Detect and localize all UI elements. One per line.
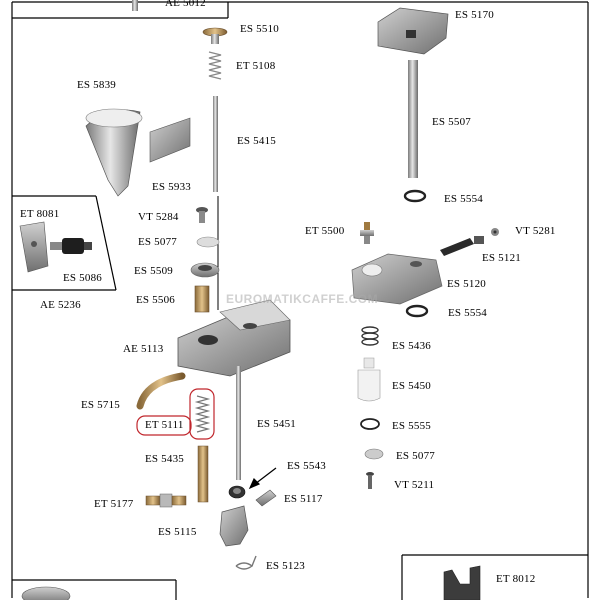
ae5012-box — [12, 2, 229, 19]
es5117-fitting — [255, 489, 277, 507]
label-es5436: ES 5436 — [392, 340, 431, 352]
et5177-fitting — [145, 493, 187, 508]
es5077-washer-left — [196, 236, 220, 248]
es5121-lever — [440, 236, 484, 256]
label-es5086: ES 5086 — [63, 272, 102, 284]
label-ae5236: AE 5236 — [40, 299, 81, 311]
label-es5115: ES 5115 — [158, 526, 197, 538]
label-es5543: ES 5543 — [287, 460, 326, 472]
label-es5077-right: ES 5077 — [396, 450, 435, 462]
label-es5120: ES 5120 — [447, 278, 486, 290]
vt5281-screw — [491, 228, 499, 236]
es5115-elbow — [219, 505, 249, 547]
es5435-rod — [197, 445, 209, 503]
label-es5117: ES 5117 — [284, 493, 323, 505]
es5543-ring-inner — [233, 488, 241, 494]
et5111-highlight — [189, 388, 215, 440]
label-es5554-top: ES 5554 — [444, 193, 483, 205]
label-es5435: ES 5435 — [145, 453, 184, 465]
label-ae5012: AE 5012 — [165, 0, 206, 9]
label-es5170: ES 5170 — [455, 9, 494, 21]
label-et8012: ET 8012 — [496, 573, 536, 585]
es5436-spring — [361, 326, 379, 346]
label-es5450: ES 5450 — [392, 380, 431, 392]
outer-frame — [11, 1, 589, 598]
label-es5839: ES 5839 — [77, 79, 116, 91]
label-vt5284: VT 5284 — [138, 211, 179, 223]
es5933-plate — [149, 117, 191, 163]
es5839-part — [85, 108, 143, 197]
es5451-rod — [236, 366, 241, 480]
watermark: EUROMATIKCAFFE.COM — [226, 292, 379, 306]
label-es5506: ES 5506 — [136, 294, 175, 306]
label-es5715: ES 5715 — [81, 399, 120, 411]
label-es5555: ES 5555 — [392, 420, 431, 432]
es5507-rod — [408, 60, 418, 178]
es5170-block — [377, 7, 449, 55]
et8012-box — [401, 554, 588, 600]
ae5113-block — [177, 299, 291, 377]
label-et5177: ET 5177 — [94, 498, 134, 510]
es5086-part — [50, 238, 92, 254]
label-es5121: ES 5121 — [482, 252, 521, 264]
es5543-arrow — [248, 467, 277, 490]
label-vt5281: VT 5281 — [515, 225, 556, 237]
es5120-housing — [351, 253, 443, 305]
es5554-oring-top — [403, 189, 427, 203]
vt5211-screw — [366, 472, 374, 489]
label-es5507: ES 5507 — [432, 116, 471, 128]
et8012-part — [443, 565, 481, 600]
es5123-clip — [235, 555, 257, 570]
ae5012-part — [132, 0, 138, 11]
label-es5451: ES 5451 — [257, 418, 296, 430]
es5506-sleeve — [194, 285, 210, 313]
et5111-label-highlight — [136, 415, 192, 436]
label-et5111: ET 5111 — [145, 419, 184, 431]
label-et8081: ET 8081 — [20, 208, 60, 220]
es5415-rod — [213, 96, 218, 192]
label-es5509: ES 5509 — [134, 265, 173, 277]
es5554-oring-bottom — [405, 304, 429, 318]
label-es5554-bottom: ES 5554 — [448, 307, 487, 319]
label-es5077-left: ES 5077 — [138, 236, 177, 248]
et5500-part — [360, 222, 374, 244]
label-es5933: ES 5933 — [152, 181, 191, 193]
label-ae5113: AE 5113 — [123, 343, 164, 355]
et5108-spring — [208, 51, 222, 80]
es5715-pipe — [136, 372, 186, 410]
es5077-washer-right — [364, 448, 384, 460]
bottom-left-part — [21, 586, 71, 600]
es5450-piston — [357, 357, 381, 402]
label-es5415: ES 5415 — [237, 135, 276, 147]
bottom-left-box — [12, 579, 177, 600]
es5555-oring — [360, 418, 380, 430]
et8081-part — [19, 221, 49, 273]
es5510-part — [202, 27, 228, 44]
et5111-spring — [194, 395, 211, 433]
vt5284-screw — [196, 207, 208, 223]
label-es5123: ES 5123 — [266, 560, 305, 572]
label-es5510: ES 5510 — [240, 23, 279, 35]
label-et5500: ET 5500 — [305, 225, 345, 237]
label-vt5211: VT 5211 — [394, 479, 435, 491]
label-et5108: ET 5108 — [236, 60, 276, 72]
et8081-box — [12, 195, 117, 291]
es5509-part — [190, 262, 220, 278]
